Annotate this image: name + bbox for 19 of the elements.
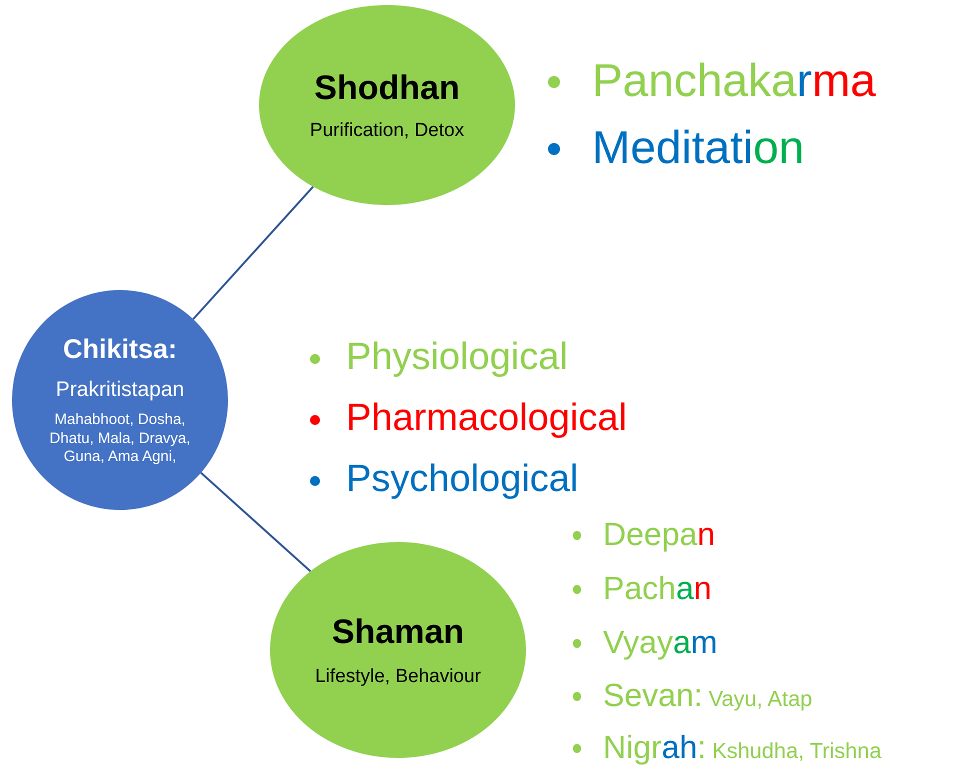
node-text: Mahabhoot, Dosha, Dhatu, Mala, Dravya, Guna, Ama Agni, <box>48 410 192 468</box>
list-item: Pachan <box>603 571 712 606</box>
node-title: Shaman <box>332 612 464 653</box>
list-item: Deepan <box>603 517 716 552</box>
list-item: Vyayam <box>603 625 718 660</box>
list-item: Nigrah: Kshudha, Trishna <box>603 730 882 766</box>
node-text: Lifestyle, Behaviour <box>315 665 481 690</box>
node-text: Purification, Detox <box>310 119 464 144</box>
connector-line <box>200 472 312 572</box>
node-title: Chikitsa: <box>62 332 178 366</box>
list-item: Panchakarma <box>592 55 876 106</box>
list-item: Physiological <box>346 337 568 379</box>
list-item: Psychological <box>346 459 578 501</box>
list-item: Sevan: Vayu, Atap <box>603 678 812 714</box>
node-title: Shodhan <box>314 68 460 109</box>
list-item: Meditation <box>592 122 804 173</box>
list-item: Pharmacological <box>346 398 627 440</box>
node-text: Prakritistapan <box>56 376 184 403</box>
connector-line <box>192 186 314 320</box>
